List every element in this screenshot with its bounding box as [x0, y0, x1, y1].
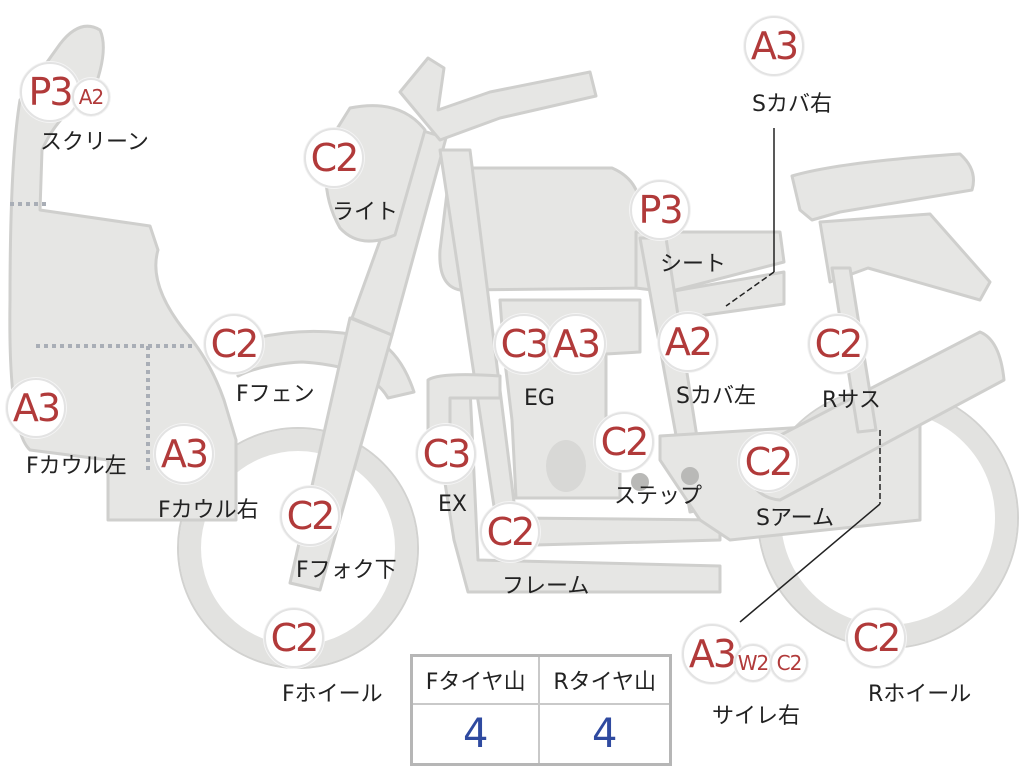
label-engine: EG: [524, 386, 555, 411]
leader-side-cover-r-2: [725, 271, 775, 307]
label-side-cover-r: Sカバ右: [752, 92, 832, 117]
label-muffler: サイレ右: [712, 704, 801, 729]
badge-rear-wheel: C2: [846, 608, 906, 668]
badge-engine-a3: A3: [546, 314, 606, 374]
step-peg-2: [681, 467, 699, 485]
step-peg-1: [631, 473, 649, 491]
badge-cowl-left: A3: [6, 378, 66, 438]
label-cowl-right: Fカウル右: [158, 498, 259, 523]
label-screen: スクリーン: [40, 130, 149, 155]
badge-screen-a2: A2: [72, 78, 110, 116]
badge-screen-p3: P3: [20, 62, 80, 122]
tire-tread-table: Fタイヤ山 Rタイヤ山 4 4: [410, 654, 672, 766]
handlebar: [398, 56, 598, 142]
badge-light: C2: [304, 128, 364, 188]
badge-frame: C2: [480, 502, 540, 562]
label-cowl-left: Fカウル左: [26, 454, 127, 479]
badge-muffler-w2: W2: [734, 644, 772, 682]
rear-tire-tread-value: 4: [538, 703, 672, 766]
badge-cowl-right: A3: [154, 424, 214, 484]
label-swingarm: Sアーム: [756, 506, 834, 531]
engine-cover: [546, 440, 586, 492]
rear-cowl: [818, 212, 992, 302]
label-rear-sus: Rサス: [822, 388, 881, 413]
label-light: ライト: [332, 200, 399, 225]
leader-muffler-2: [739, 503, 881, 623]
badge-front-fender: C2: [204, 314, 264, 374]
badge-engine-c3: C3: [494, 314, 554, 374]
badge-swingarm: C2: [738, 432, 798, 492]
badge-fork: C2: [280, 486, 340, 546]
label-front-wheel: Fホイール: [282, 682, 383, 707]
label-rear-wheel: Rホイール: [868, 682, 972, 707]
label-seat: シート: [660, 252, 727, 277]
badge-side-cover-r: A3: [744, 16, 804, 76]
front-tire-tread-header: Fタイヤ山: [410, 654, 541, 705]
badge-exhaust: C3: [416, 424, 476, 484]
badge-step: C2: [594, 412, 654, 472]
label-exhaust: EX: [438, 492, 467, 517]
rear-tire-tread-header: Rタイヤ山: [538, 654, 672, 705]
label-front-fender: Fフェン: [236, 382, 315, 407]
badge-rear-sus: C2: [808, 314, 868, 374]
front-cowl: [8, 24, 238, 522]
badge-seat: P3: [630, 180, 690, 240]
front-tire-tread-value: 4: [410, 703, 541, 766]
badge-side-cover-l: A2: [658, 312, 718, 372]
seat-rear: [790, 152, 975, 222]
badge-muffler-c2: C2: [770, 644, 808, 682]
badge-front-wheel: C2: [264, 608, 324, 668]
label-fork: Fフォク下: [296, 558, 397, 583]
label-step: ステップ: [614, 484, 703, 509]
label-frame: フレーム: [502, 574, 590, 599]
front-wheel-outline: [177, 427, 419, 669]
badge-muffler-a3: A3: [682, 624, 742, 684]
label-side-cover-l: Sカバ左: [676, 384, 756, 409]
frame-lower: [428, 386, 722, 594]
